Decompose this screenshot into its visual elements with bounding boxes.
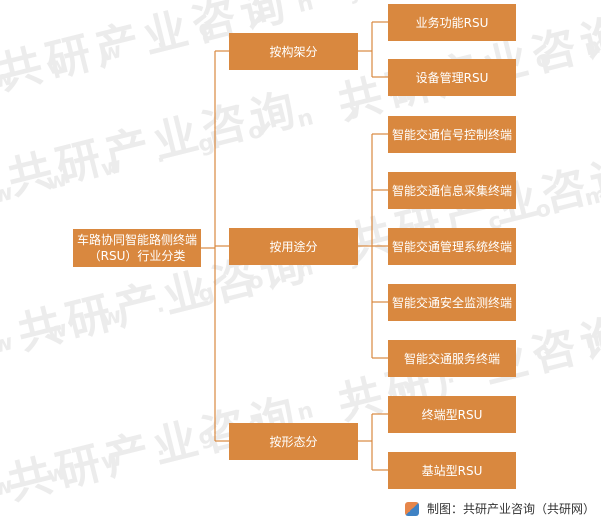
- branch-node-usage: 按用途分: [229, 228, 358, 265]
- leaf-node-terminal-rsu: 终端型RSU: [388, 396, 516, 433]
- leaf-node-label: 智能交通信息采集终端: [391, 183, 512, 198]
- leaf-node-label: 业务功能RSU: [415, 15, 489, 30]
- leaf-node-label: 基站型RSU: [421, 463, 483, 478]
- branch-node-form: 按形态分: [229, 423, 358, 460]
- branch-node-label: 按用途分: [269, 239, 318, 254]
- leaf-node-info-collection: 智能交通信息采集终端: [388, 172, 516, 209]
- source-credit-text: 制图：共研产业咨询（共研网）: [426, 502, 595, 516]
- leaf-node-business-rsu: 业务功能RSU: [388, 4, 516, 41]
- root-node: 车路协同智能路侧终端（RSU）行业分类: [73, 229, 201, 267]
- leaf-node-label: 智能交通安全监测终端: [391, 295, 512, 310]
- leaf-node-basestation-rsu: 基站型RSU: [388, 452, 516, 489]
- leaf-node-service: 智能交通服务终端: [388, 340, 516, 377]
- leaf-node-management-system: 智能交通管理系统终端: [388, 228, 516, 265]
- leaf-node-label: 设备管理RSU: [415, 70, 489, 85]
- leaf-node-label: 终端型RSU: [421, 407, 483, 422]
- leaf-node-label: 智能交通信号控制终端: [391, 127, 512, 142]
- leaf-node-safety-monitoring: 智能交通安全监测终端: [388, 284, 516, 321]
- gonyn-logo-icon: [404, 501, 419, 516]
- leaf-node-label: 智能交通服务终端: [403, 351, 500, 366]
- leaf-node-device-mgmt-rsu: 设备管理RSU: [388, 59, 516, 96]
- leaf-node-signal-control: 智能交通信号控制终端: [388, 116, 516, 153]
- leaf-node-label: 智能交通管理系统终端: [391, 239, 512, 254]
- source-credit: 制图：共研产业咨询（共研网）: [404, 500, 595, 517]
- branch-node-architecture: 按构架分: [229, 33, 358, 70]
- branch-node-label: 按构架分: [269, 44, 318, 59]
- root-node-label: 车路协同智能路侧终端（RSU）行业分类: [76, 233, 197, 263]
- branch-node-label: 按形态分: [269, 434, 318, 449]
